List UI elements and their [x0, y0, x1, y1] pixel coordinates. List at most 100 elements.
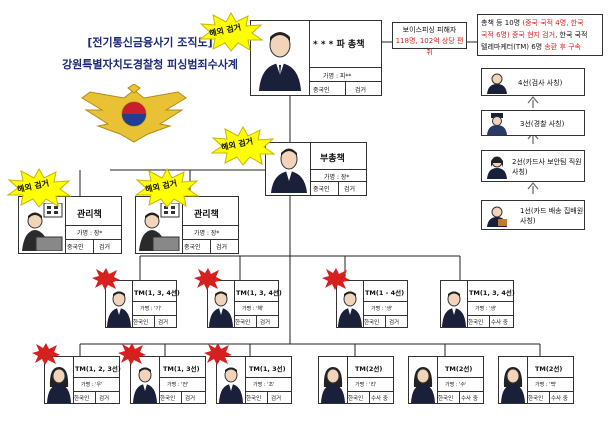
- overseas-arrest-badge: 해외 검거: [134, 167, 200, 208]
- boss-status: 검거: [355, 87, 367, 94]
- overseas-arrest-badge: 해외 검거: [6, 167, 72, 208]
- summary-l2b: 중국 현지 검거: [511, 31, 556, 39]
- tm-row1-3-status: 검거: [389, 320, 400, 326]
- summary-l2a: 국적 6명): [481, 31, 510, 39]
- tm-row2-card-3: TM(1, 3선) 가명 : '조' 한국인 검거: [216, 356, 292, 404]
- tm-row1-card-3: TM(1 - 4선) 가명 : '생' 한국인 검거: [336, 280, 408, 328]
- woman-icon: [411, 367, 435, 403]
- tm-row2-5-nationality: 한국인: [438, 396, 454, 402]
- summary-l3a: 텔레마케터(TM) 6명: [481, 43, 543, 51]
- summary-l2c: , 한국 국적: [555, 31, 588, 39]
- tm-row1-card-2: TM(1, 3, 4선) 가명 : '해' 한국인 검거: [207, 280, 282, 328]
- tm-row2-card-5: TM(2선) 가명 : '수' 한국인 수사 중: [408, 356, 484, 404]
- tm-row2-card-4: TM(2선) 가명 : '리' 한국인 수사 중: [318, 356, 394, 404]
- flow-step-4-label: 4선(검사 사칭): [518, 79, 563, 87]
- boss-card: * * * 파 총책 가명 : 피** 중국인 검거: [250, 20, 382, 96]
- man-suit-icon: [338, 291, 362, 327]
- flow-step-2: 2선(카드사 보안팀 직원 사칭): [481, 150, 585, 182]
- tm-row2-card-2: TM(1, 3선) 가명 : '전' 한국인 검거: [130, 356, 206, 404]
- tm-row1-1-nationality: 한국인: [133, 320, 149, 326]
- tm-row2-4-name: 가명 : '리': [355, 382, 377, 388]
- summary-l1a: 총책 등 10명: [481, 19, 521, 27]
- tm-row2-card-1: TM(1, 2, 3선) 가명 : '우' 한국인 검거: [44, 356, 121, 404]
- chart-subtitle: 강원특별자치도경찰청 피싱범죄수사계: [62, 58, 238, 71]
- tm-row2-6-nationality: 한국인: [528, 396, 544, 402]
- woman-icon: [501, 367, 525, 403]
- yellow-burst-icon: [134, 167, 200, 208]
- summary-l1b: (중국 국적 4명, 한국: [522, 19, 584, 27]
- flow-step-3-label: 3선(경찰 사칭): [520, 120, 565, 128]
- manager-1-nationality: 중국인: [67, 244, 84, 251]
- red-burst-icon: [204, 343, 232, 365]
- manager-card-1: 관리책 가명 : 장* 중국인 검거: [18, 196, 122, 254]
- tm-row1-card-4: TM(1, 3, 4선) 가명 : '생' 한국인 수사 중: [440, 280, 515, 328]
- chart-title: [전기통신금융사기 조직도]: [87, 36, 213, 49]
- flow-step-3: 3선(경찰 사칭): [481, 110, 585, 136]
- red-burst-icon: [322, 268, 350, 290]
- flow-step-1: 1선(카드 배송 집배원 사칭): [481, 200, 585, 230]
- victim-info-box: 보이스피싱 피해자 118명, 102억 상당 편취: [392, 22, 467, 56]
- manager-1-role: 관리책: [77, 210, 102, 220]
- tm-row1-4-status: 수사 중: [491, 320, 508, 326]
- tm-row1-4-nationality: 한국인: [468, 320, 484, 326]
- man-suit-icon: [259, 32, 301, 91]
- man-suit-icon: [442, 291, 466, 327]
- tm-row2-5-role: TM(2선): [445, 365, 473, 373]
- flow-step-4: 4선(검사 사칭): [481, 68, 585, 96]
- tm-row2-1-nationality: 한국인: [74, 396, 90, 402]
- man-suit-icon: [133, 367, 157, 403]
- summary-box: 총책 등 10명 (중국 국적 4명, 한국 국적 6명) 중국 현지 검거, …: [477, 14, 603, 56]
- red-burst-icon: [118, 343, 146, 365]
- manager-2-status: 검거: [216, 244, 228, 251]
- tm-row2-4-status: 수사 중: [371, 396, 388, 402]
- boss-role: * * * 파 총책: [313, 40, 365, 50]
- tm-row2-4-role: TM(2선): [355, 365, 383, 373]
- tm-row2-1-name: 가명 : '우': [81, 382, 103, 388]
- tm-row2-5-name: 가명 : '수': [445, 382, 467, 388]
- tm-row1-3-name: 가명 : '생': [371, 306, 393, 312]
- tm-row1-1-name: 가명 : '기': [140, 306, 162, 312]
- tm-row1-2-role: TM(1, 3, 4선): [236, 289, 282, 297]
- tm-row2-3-status: 검거: [271, 396, 282, 402]
- tm-row1-card-1: TM(1, 3, 4선) 가명 : '기' 한국인 검거: [105, 280, 180, 328]
- vice-status: 검거: [344, 186, 356, 193]
- red-burst-icon: [92, 268, 120, 290]
- prosecutor-icon: [487, 73, 507, 94]
- man-laptop-icon: [22, 203, 63, 251]
- tm-row1-2-name: 가명 : '해': [242, 306, 264, 312]
- red-burst-icon: [32, 343, 60, 365]
- man-suit-icon: [219, 367, 243, 403]
- tm-row1-4-name: 가명 : '생': [475, 306, 497, 312]
- tm-row1-2-status: 검거: [260, 320, 271, 326]
- manager-2-name: 가명 : 장*: [194, 230, 220, 237]
- tm-row1-1-status: 검거: [158, 320, 169, 326]
- boss-name: 가명 : 피**: [323, 73, 352, 80]
- manager-1-name: 가명 : 장*: [77, 230, 103, 237]
- tm-row2-6-status: 수사 중: [551, 396, 568, 402]
- manager-1-status: 검거: [99, 244, 111, 251]
- tm-row1-3-nationality: 한국인: [364, 320, 380, 326]
- yellow-burst-icon: [210, 125, 276, 166]
- woman-icon: [321, 367, 345, 403]
- manager-card-2: 관리책 가명 : 장* 중국인 검거: [135, 196, 239, 254]
- boss-nationality: 중국인: [313, 87, 330, 94]
- tm-row1-2-nationality: 한국인: [235, 320, 251, 326]
- victim-info-line2: 118명, 102억 상당 편취: [395, 37, 464, 56]
- tm-row2-6-role: TM(2선): [535, 365, 563, 373]
- tm-row2-2-status: 검거: [185, 396, 196, 402]
- tm-row1-1-role: TM(1, 3, 4선): [134, 289, 180, 297]
- courier-icon: [487, 206, 507, 227]
- victim-info-line1: 보이스피싱 피해자: [402, 26, 457, 34]
- manager-2-nationality: 중국인: [184, 244, 201, 251]
- yellow-burst-icon: [198, 11, 264, 52]
- card-staff-icon: [487, 156, 507, 179]
- woman-icon: [47, 367, 71, 403]
- flow-step-1-label: 1선(카드 배송 집배원 사칭): [520, 207, 584, 225]
- tm-row2-1-role: TM(1, 2, 3선): [75, 365, 121, 373]
- flow-step-2-label: 2선(카드사 보안팀 직원 사칭): [512, 158, 582, 176]
- tm-row2-card-6: TM(2선) 가명 : '백' 한국인 수사 중: [498, 356, 574, 404]
- police-emblem-icon: [81, 84, 187, 143]
- police-officer-icon: [487, 113, 507, 135]
- vice-role: 부총책: [320, 154, 345, 164]
- man-suit-icon: [107, 291, 131, 327]
